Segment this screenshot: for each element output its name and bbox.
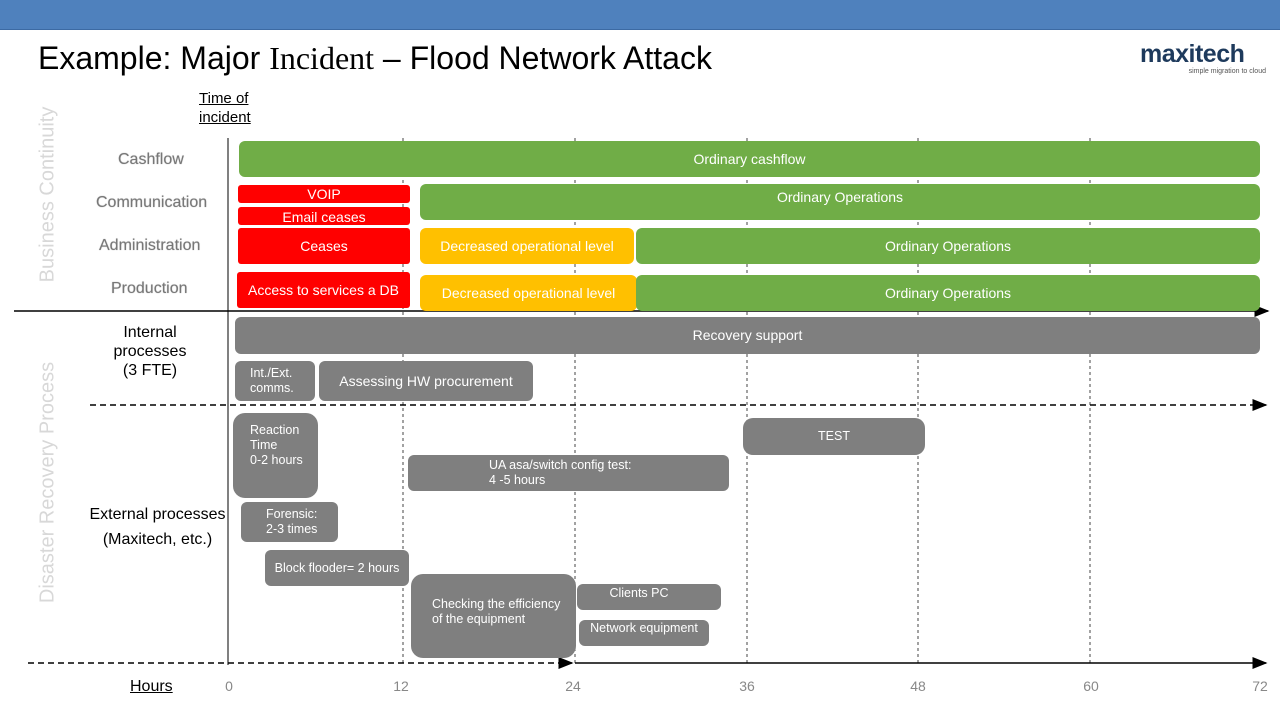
bar-communication-ordinary: Ordinary Operations bbox=[420, 184, 1260, 220]
logo-wordmark: maxitech bbox=[1140, 40, 1245, 68]
bar-forensic: Forensic:2-3 times bbox=[241, 502, 338, 542]
row-label-cashflow: Cashflow bbox=[118, 151, 184, 168]
top-banner bbox=[0, 0, 1280, 30]
internal-processes-label: Internal processes (3 FTE) bbox=[113, 324, 187, 379]
section-label-disaster-recovery: Disaster Recovery Process bbox=[36, 361, 59, 604]
tick-label: 12 bbox=[393, 678, 409, 694]
external-processes-label: External processes (Maxitech, etc.) bbox=[89, 506, 226, 548]
tick-label: 36 bbox=[739, 678, 755, 694]
tick-label: 48 bbox=[910, 678, 926, 694]
bar-clients-pc: Clients PC bbox=[577, 584, 721, 610]
row-label-administration: Administration bbox=[99, 237, 201, 254]
bar-block-flooder: Block flooder= 2 hours bbox=[265, 550, 409, 586]
bar-production-decreased: Decreased operational level bbox=[420, 275, 637, 311]
bar-int-ext-comms: Int./Ext.comms. bbox=[235, 361, 315, 401]
hours-axis-label: Hours bbox=[130, 678, 173, 695]
bar-network-equipment: Network equipment bbox=[579, 620, 709, 646]
bar-voip: VOIP bbox=[238, 185, 410, 203]
logo-tagline: simple migration to cloud bbox=[1188, 68, 1266, 75]
page-title: Example: Major Incident – Flood Network … bbox=[38, 40, 712, 76]
bar-ordinary-cashflow: Ordinary cashflow bbox=[239, 141, 1260, 177]
tick-label: 0 bbox=[225, 678, 233, 694]
bar-recovery-support: Recovery support bbox=[235, 317, 1260, 354]
bar-ua-config-test: UA asa/switch config test:4 -5 hours bbox=[408, 455, 729, 491]
bar-production-ordinary: Ordinary Operations bbox=[636, 275, 1260, 311]
bar-email-ceases: Email ceases bbox=[238, 207, 410, 225]
bar-administration-ceases: Ceases bbox=[238, 228, 410, 264]
row-label-communication: Communication bbox=[96, 194, 208, 211]
section-label-business-continuity: Business Continuity bbox=[36, 106, 59, 283]
tick-label: 24 bbox=[565, 678, 581, 694]
maxitech-logo: maxitech simple migration to cloud bbox=[1140, 40, 1270, 80]
row-label-production: Production bbox=[111, 280, 188, 297]
tick-label: 60 bbox=[1083, 678, 1099, 694]
bar-test: TEST bbox=[743, 418, 925, 455]
time-of-incident-label: Time of incident bbox=[199, 90, 251, 126]
bar-production-access: Access to services a DB bbox=[237, 272, 410, 308]
bar-administration-decreased: Decreased operational level bbox=[420, 228, 634, 264]
bar-administration-ordinary: Ordinary Operations bbox=[636, 228, 1260, 264]
bar-assessing-hw-procurement: Assessing HW procurement bbox=[319, 361, 533, 401]
tick-label: 72 bbox=[1252, 678, 1268, 694]
